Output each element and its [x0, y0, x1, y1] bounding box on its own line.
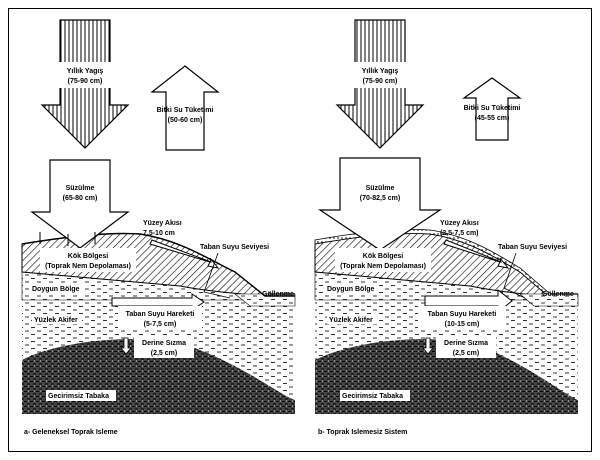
panel-b-deep-value: (2,5 cm)	[453, 350, 479, 357]
panel-a-aquifer-label: Yüzlek Akifer	[34, 317, 78, 324]
panel-b-root-zone-label: Kök Bölgesi	[363, 253, 404, 260]
panel-a-runoff-value: 7,5-10 cm	[143, 230, 175, 237]
panel-a-infiltration-title: Süzülme	[66, 185, 95, 192]
panel-a-pond-label: Göllenme	[262, 291, 294, 298]
panel-b-impermeable-label: Gecirimsiz Tabaka	[342, 393, 403, 400]
panel-b-deep-arrow	[422, 337, 434, 355]
panel-b-deep-title: Derine Sızma	[444, 340, 488, 347]
panel-a: Yıllık Yagış (75-90 cm) Bitki Su Tüketim…	[21, 19, 296, 436]
panel-b-runoff-title: Yüzey Akısı	[440, 220, 479, 227]
panel-b-water-table-label: Taban Suyu Seviyesi	[498, 244, 567, 251]
panel-b-pond-label: Göllenme	[542, 291, 574, 298]
panel-b-runoff-value: (2,5-7,5 cm)	[440, 230, 479, 237]
panel-a-caption: a- Geleneksel Toprak Isleme	[24, 429, 118, 436]
panel-b-gw-flow-title: Taban Suyu Hareketi	[428, 311, 497, 318]
panel-b-saturated-label: Doygun Bölge	[327, 286, 375, 293]
panel-b-et-value: (45-55 cm)	[475, 115, 510, 122]
panel-b-infiltration-value: (70-82,5 cm)	[360, 195, 400, 202]
panel-a-et-title: Bitki Su Tüketimi	[157, 107, 214, 114]
panel-a-deep-value: (2,5 cm)	[151, 350, 177, 357]
panel-b-rainfall-title: Yıllık Yagış	[362, 68, 399, 75]
panel-a-infiltration-value: (65-80 cm)	[63, 195, 98, 202]
panel-a-deep-arrow	[120, 337, 132, 355]
panel-a-deep-title: Derine Sızma	[142, 340, 186, 347]
panel-a-gw-flow-value: (5-7,5 cm)	[144, 321, 177, 328]
panel-a-soil-storage-label: (Toprak Nem Depolaması)	[45, 263, 131, 270]
panel-b-et-title: Bitki Su Tüketimi	[464, 105, 521, 112]
panel-a-rain-ticks	[39, 232, 96, 246]
panel-b-aquifer-label: Yüzlek Akifer	[329, 317, 373, 324]
panel-a-et-arrow	[150, 65, 220, 151]
panel-a-water-table-label: Taban Suyu Seviyesi	[200, 244, 269, 251]
panel-a-et-value: (50-60 cm)	[168, 117, 203, 124]
panel-b-infiltration-title: Süzülme	[366, 185, 395, 192]
panel-a-gw-flow-title: Taban Suyu Hareketi	[126, 311, 195, 318]
panel-a-rainfall-title: Yıllık Yagış	[67, 68, 104, 75]
panel-b-et-arrow	[462, 77, 522, 141]
panel-a-rainfall-value: (75-90 cm)	[68, 78, 103, 85]
panel-b-caption: b- Toprak Islemesiz Sistem	[318, 429, 407, 436]
panel-b-rainfall-value: (75-90 cm)	[363, 78, 398, 85]
panel-a-runoff-title: Yüzey Akısı	[143, 220, 182, 227]
panel-a-saturated-label: Doygun Bölge	[32, 286, 80, 293]
panel-b-soil-storage-label: (Toprak Nem Depolaması)	[340, 263, 426, 270]
panel-b-infiltration-arrow	[318, 157, 442, 251]
panel-b: Yıllık Yagış (75-90 cm) Bitki Su Tüketim…	[314, 19, 579, 436]
panel-a-root-zone-label: Kök Bölgesi	[68, 253, 109, 260]
panel-b-gw-flow-value: (10-15 cm)	[445, 321, 480, 328]
panel-a-impermeable-label: Gecirimsiz Tabaka	[48, 393, 109, 400]
panel-a-infiltration-arrow	[30, 159, 130, 249]
panel-b-runoff-arrow	[443, 239, 510, 269]
